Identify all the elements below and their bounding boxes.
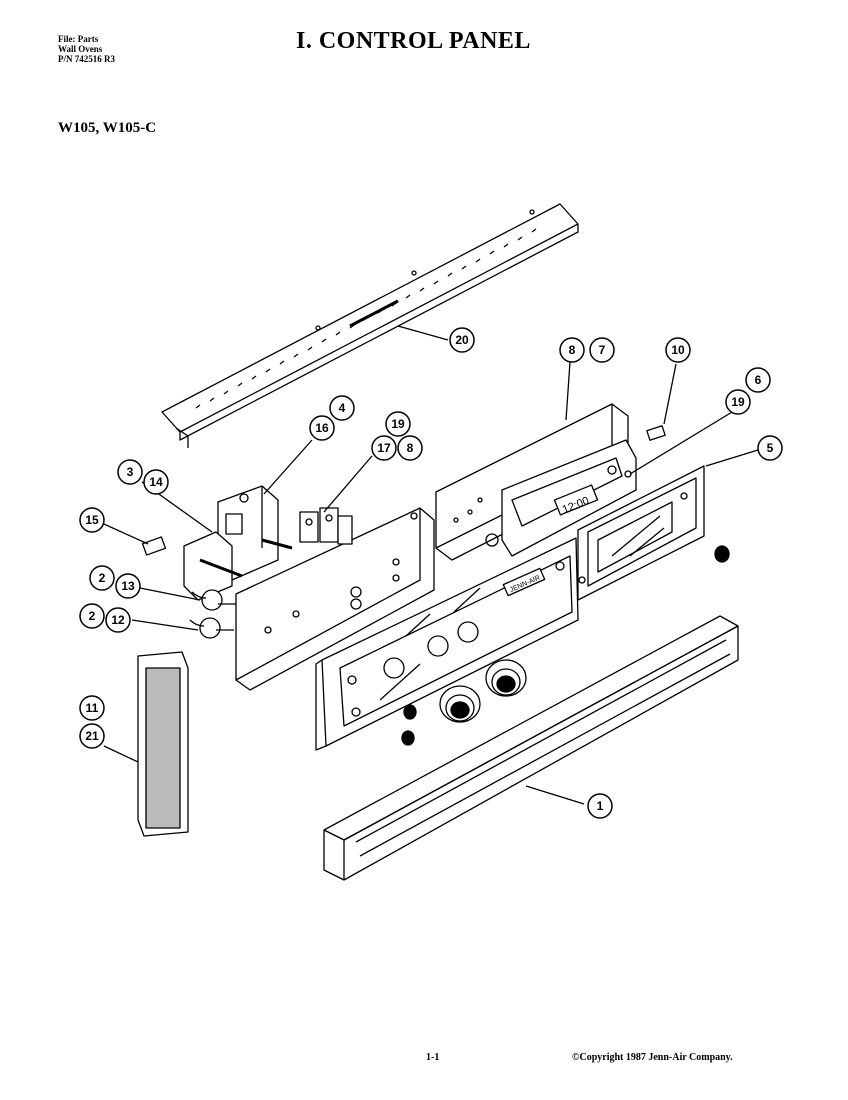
terminal-plate	[141, 536, 167, 556]
callout-number: 8	[569, 343, 576, 357]
callout-number: 13	[121, 579, 135, 593]
page-title: I. CONTROL PANEL	[296, 28, 531, 54]
callout-12: 12	[105, 607, 131, 633]
callout-15: 15	[79, 507, 105, 533]
callout-11: 11	[79, 695, 105, 721]
selector-switch	[183, 531, 243, 601]
switch-mounting-bracket	[235, 507, 435, 691]
model-numbers: W105, W105-C	[58, 120, 157, 136]
copyright-notice: ©Copyright 1987 Jenn-Air Company.	[572, 1052, 733, 1063]
callout-number: 20	[455, 333, 469, 347]
main-control-panel: JENN-AIR	[315, 537, 579, 751]
callout-8b: 8	[397, 435, 423, 461]
file-label: File: Parts	[58, 34, 99, 44]
callout-13: 13	[115, 573, 141, 599]
callout-number: 1	[597, 799, 604, 813]
callout-7: 7	[589, 337, 615, 363]
lamp-13	[191, 589, 236, 611]
callout-number: 19	[731, 395, 745, 409]
callout-19b: 19	[385, 411, 411, 437]
button-clip	[646, 425, 666, 441]
page-number: 1-1	[426, 1052, 440, 1063]
control-knob-small	[439, 685, 481, 723]
callout-number: 17	[377, 441, 391, 455]
category-label: Wall Ovens	[58, 44, 103, 54]
callout-number: 15	[85, 513, 99, 527]
callout-number: 14	[149, 475, 163, 489]
callout-number: 11	[86, 701, 99, 715]
callout-number: 4	[339, 401, 346, 415]
infinite-switch	[217, 485, 293, 581]
callout-number: 2	[99, 571, 106, 585]
callout-20: 20	[449, 327, 475, 353]
side-vent-filter	[137, 651, 189, 837]
top-vent-rail	[161, 203, 579, 448]
callout-4: 4	[329, 395, 355, 421]
callout-number: 19	[391, 417, 405, 431]
callout-number: 10	[671, 343, 685, 357]
callout-1: 1	[587, 793, 613, 819]
callout-8a: 8	[559, 337, 585, 363]
callout-21: 21	[79, 723, 105, 749]
bottom-trim	[323, 615, 739, 881]
indicator-light-2	[401, 730, 415, 746]
callout-2a: 2	[89, 565, 115, 591]
relay-assembly	[299, 507, 353, 545]
callout-6: 6	[745, 367, 771, 393]
indicator-light-1	[403, 704, 417, 720]
callout-number: 5	[767, 441, 774, 455]
callout-number: 21	[85, 729, 99, 743]
callout-number: 16	[315, 421, 329, 435]
callout-2b: 2	[79, 603, 105, 629]
control-knob-large	[485, 659, 527, 697]
callout-16: 16	[309, 415, 335, 441]
callout-5: 5	[757, 435, 783, 461]
callout-14: 14	[143, 469, 169, 495]
display-window-frame	[577, 465, 705, 601]
callout-number: 2	[89, 609, 96, 623]
callout-19a: 19	[725, 389, 751, 415]
callout-number: 3	[127, 465, 134, 479]
callout-17: 17	[371, 435, 397, 461]
callout-number: 12	[111, 613, 125, 627]
callout-3: 3	[117, 459, 143, 485]
callout-10: 10	[665, 337, 691, 363]
callout-number: 7	[599, 343, 606, 357]
callout-number: 8	[407, 441, 414, 455]
small-knob-right	[714, 545, 730, 563]
callout-number: 6	[755, 373, 762, 387]
lamp-12	[189, 617, 234, 639]
part-number-label: P/N 742516 R3	[58, 54, 115, 64]
